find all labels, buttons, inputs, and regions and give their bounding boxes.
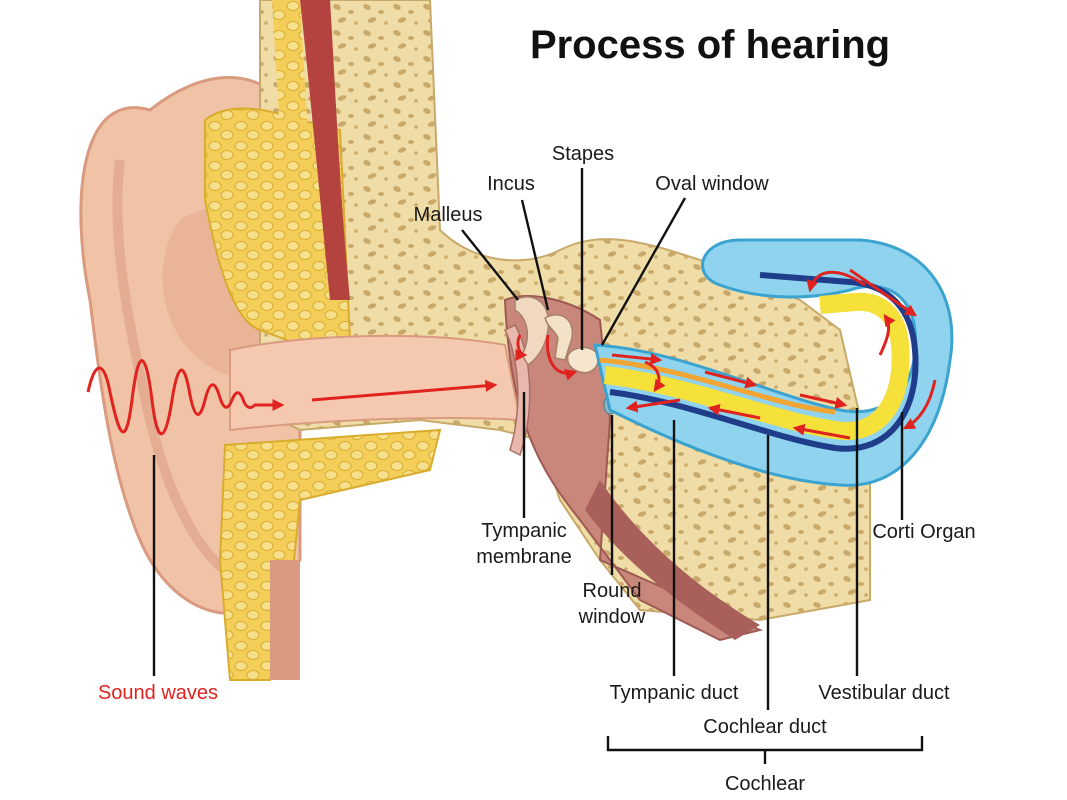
label-tympanic-membrane-2: membrane: [476, 546, 572, 568]
cochlea-arrow-8: [792, 423, 851, 440]
ossicle-arrow: [545, 334, 578, 381]
cochlear-bracket: [606, 736, 924, 752]
stapes: [566, 346, 599, 374]
eustachian-tube: [585, 480, 760, 640]
label-malleus: Malleus: [414, 204, 483, 226]
label-vestibular-duct: Vestibular duct: [818, 682, 950, 704]
label-oval-window: Oval window: [655, 173, 769, 195]
fat-lower: [218, 428, 442, 681]
label-round-window-1: Round: [583, 580, 642, 602]
label-sound-waves: Sound waves: [98, 682, 218, 704]
page-title: Process of hearing: [530, 23, 890, 67]
cochlea-arrow-4: [878, 314, 896, 356]
label-stapes: Stapes: [552, 143, 614, 165]
malleus: [514, 296, 550, 367]
malleus-leader: [461, 229, 519, 301]
label-round-window-2: window: [578, 606, 646, 628]
leader-lines: [152, 168, 924, 764]
label-cochlear: Cochlear: [725, 773, 805, 795]
oval-arrow: [515, 334, 528, 361]
cochlea-arrow-3: [799, 393, 848, 409]
ear-lobe-channel: [270, 560, 300, 680]
cochlea-arrow-5: [806, 270, 866, 293]
wave-arrow-2: [311, 379, 498, 402]
cochlea-arrow-9: [707, 403, 761, 420]
cochlea-arrow-6: [849, 268, 917, 317]
incus-leader: [520, 199, 550, 311]
cochlea-arrow-1: [611, 353, 663, 365]
cochlea-orange-band: [599, 357, 836, 415]
label-incus: Incus: [487, 173, 535, 195]
fat-column: [272, 0, 318, 300]
cochlea-arrow-7: [902, 379, 937, 430]
cochlea-arrow-11: [644, 360, 666, 392]
sound-wave: [86, 359, 258, 436]
blood-vessel: [300, 0, 350, 300]
pinna-fold: [112, 159, 243, 585]
incus: [544, 314, 574, 361]
ear-canal: [229, 334, 522, 432]
label-cochlear-duct: Cochlear duct: [703, 716, 827, 738]
sound-path-arrows: [86, 268, 937, 440]
label-tympanic-membrane-1: Tympanic: [481, 520, 567, 542]
cochlea-arrow-2: [704, 370, 758, 389]
oval-window-leader: [600, 197, 687, 346]
cochlea-arrow-10: [625, 398, 681, 413]
label-tympanic-duct: Tympanic duct: [610, 682, 739, 704]
label-corti-organ: Corti Organ: [872, 521, 975, 543]
